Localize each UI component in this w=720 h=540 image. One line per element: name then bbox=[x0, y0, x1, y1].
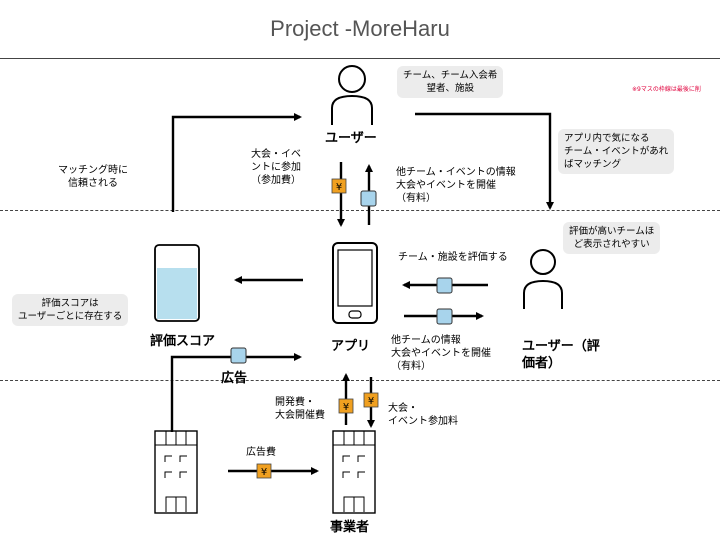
arrow-building-to-app-ad bbox=[170, 353, 302, 432]
title-divider bbox=[0, 58, 720, 59]
score-label: 評価スコア bbox=[150, 334, 216, 349]
high-score-bubble: 評価が高いチームほ ど表示されやすい bbox=[563, 222, 661, 254]
fee-label: 大会・ イベント参加料 bbox=[388, 403, 458, 427]
ad-label: 広告 bbox=[221, 371, 248, 386]
score-gauge-icon bbox=[154, 244, 200, 322]
arrow-user-to-evaluator bbox=[415, 112, 554, 210]
trust-label: マッチング時に 信頼される bbox=[58, 165, 128, 189]
data-square-icon bbox=[360, 190, 377, 207]
row-divider-bottom bbox=[0, 380, 720, 381]
join-label: 大会・イベ ントに参加 （参加費） bbox=[251, 149, 301, 186]
yen-icon bbox=[338, 398, 354, 414]
rate-label: チーム・施設を評価する bbox=[398, 252, 508, 263]
yen-icon bbox=[256, 463, 272, 479]
user-type-bubble: チーム、チーム入会希 望者、施設 bbox=[397, 66, 504, 98]
yen-icon-group: ¥ ¥ ¥ ¥ bbox=[256, 178, 379, 479]
svg-text:¥: ¥ bbox=[368, 396, 374, 407]
row-divider-top bbox=[0, 210, 720, 211]
business-label: 事業者 bbox=[330, 520, 370, 535]
app-label: アプリ bbox=[331, 339, 371, 354]
svg-text:¥: ¥ bbox=[336, 182, 342, 193]
yen-icon bbox=[363, 392, 379, 408]
user-label: ユーザー bbox=[325, 131, 377, 146]
dev-cost-label: 開発費・ 大会開催費 bbox=[275, 397, 325, 421]
data-square-icon bbox=[436, 308, 453, 325]
ad-fee-label: 広告費 bbox=[246, 447, 276, 458]
user-person-icon bbox=[331, 65, 373, 125]
data-square-icon bbox=[436, 277, 453, 294]
business-building-icon bbox=[332, 430, 376, 514]
red-note: ※9マスの枠線は最後に削 bbox=[632, 86, 701, 93]
yen-icon bbox=[331, 178, 347, 194]
arrow-score-to-user bbox=[171, 113, 302, 212]
smartphone-icon bbox=[332, 242, 378, 324]
page-title: Project -MoreHaru bbox=[270, 16, 450, 41]
left-building-icon bbox=[154, 430, 198, 514]
data-square-icon-group bbox=[230, 190, 453, 364]
info2-label: 他チームの情報 大会やイベントを開催 （有料） bbox=[391, 335, 491, 372]
matching-bubble: アプリ内で気になる チーム・イベントがあれ ばマッチング bbox=[558, 129, 675, 174]
data-square-icon bbox=[230, 347, 247, 364]
svg-text:¥: ¥ bbox=[343, 402, 349, 413]
info-label: 他チーム・イベントの情報 大会やイベントを開催 （有料） bbox=[396, 167, 516, 204]
svg-text:¥: ¥ bbox=[261, 467, 267, 478]
evaluator-person-icon bbox=[523, 249, 563, 309]
score-note-bubble: 評価スコアは ユーザーごとに存在する bbox=[12, 294, 129, 326]
evaluator-label: ユーザー（評 価者） bbox=[522, 339, 600, 371]
